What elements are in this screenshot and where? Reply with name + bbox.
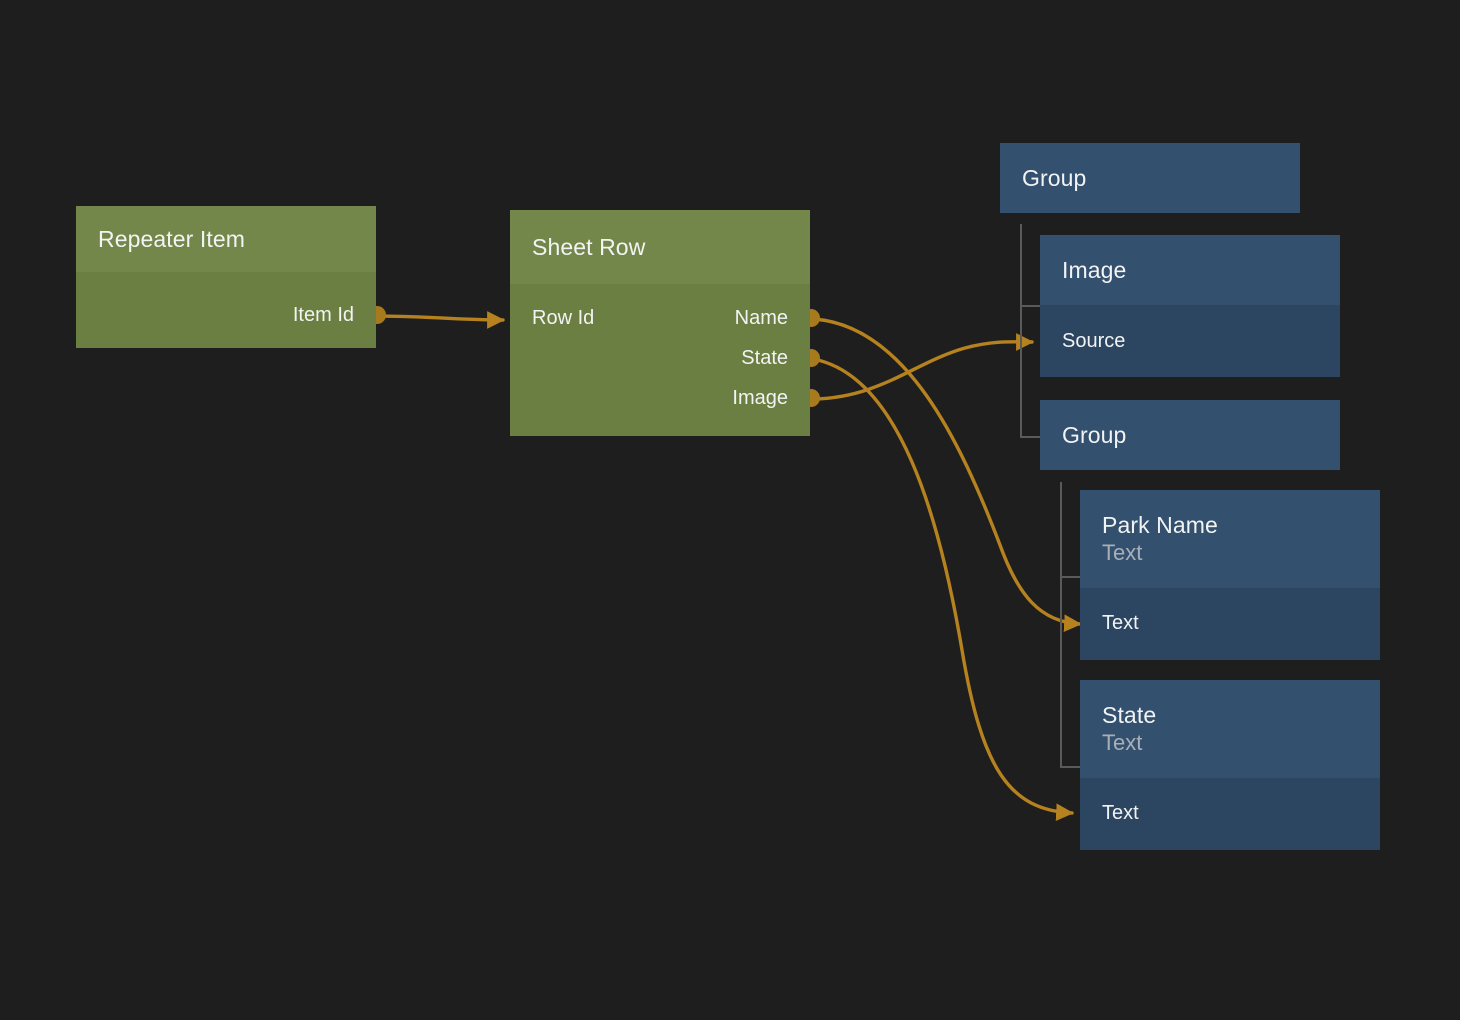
node-group-bottom[interactable]: Group <box>1040 400 1340 470</box>
group-top-tree-stub-1 <box>1020 436 1040 438</box>
node-body-state: Text <box>1080 778 1380 850</box>
node-body-image: Source <box>1040 305 1340 377</box>
group-bottom-tree-stub-1 <box>1060 766 1080 768</box>
node-title: Group <box>1062 421 1127 448</box>
node-body-repeater-item: Item Id <box>76 272 376 348</box>
group-top-tree-stub-0 <box>1020 305 1040 307</box>
node-header-image[interactable]: Image <box>1040 235 1340 305</box>
node-title: Park Name <box>1102 511 1218 538</box>
node-header-sheet-row[interactable]: Sheet Row <box>510 210 810 284</box>
group-bottom-tree-vertical <box>1060 482 1062 766</box>
output-port-state[interactable]: State <box>741 346 788 369</box>
node-title: Group <box>1022 164 1087 191</box>
edge-itemid-to-rowid[interactable] <box>373 311 505 329</box>
input-port-row-id[interactable]: Row Id <box>532 306 595 329</box>
output-port-name[interactable]: Name <box>734 306 788 329</box>
edge-state-to-state-text[interactable] <box>811 357 1074 822</box>
node-title: Repeater Item <box>98 225 246 252</box>
group-bottom-tree-stub-0 <box>1060 576 1080 578</box>
node-title: State <box>1102 701 1157 728</box>
input-port-text[interactable]: Text <box>1102 801 1139 824</box>
output-port-image[interactable]: Image <box>732 386 788 409</box>
input-port-source[interactable]: Source <box>1062 329 1126 352</box>
node-subtitle: Text <box>1102 540 1143 566</box>
node-title: Image <box>1062 256 1127 283</box>
node-body-park-name: Text <box>1080 588 1380 660</box>
node-header-repeater-item[interactable]: Repeater Item <box>76 206 376 272</box>
edge-image-to-source[interactable] <box>811 333 1034 401</box>
output-port-item-id[interactable]: Item Id <box>292 303 354 326</box>
node-group-top[interactable]: Group <box>1000 143 1300 213</box>
node-title: Sheet Row <box>532 233 646 260</box>
node-header-group-bottom[interactable]: Group <box>1040 400 1340 470</box>
node-header-group-top[interactable]: Group <box>1000 143 1300 213</box>
input-port-text[interactable]: Text <box>1102 611 1139 634</box>
group-top-tree-vertical <box>1020 224 1022 436</box>
node-subtitle: Text <box>1102 730 1143 756</box>
